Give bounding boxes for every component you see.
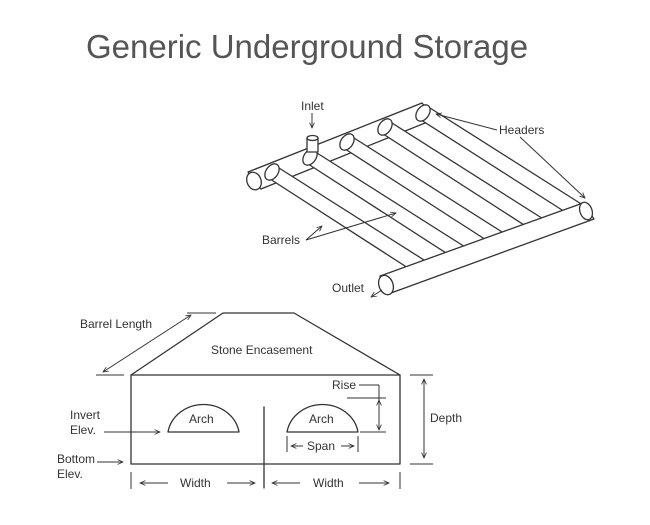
width-right-label: Width <box>313 476 344 490</box>
span-label: Span <box>307 439 335 453</box>
bottom-elev-label-line1: Bottom <box>57 452 95 466</box>
outlet-leader <box>371 289 383 297</box>
stone-encasement-outline <box>130 312 401 465</box>
barrel-end <box>415 104 431 122</box>
arch-right-label: Arch <box>309 412 334 426</box>
barrel-length-dimension <box>103 315 191 372</box>
bottom-elev-label-line2: Elev. <box>57 467 83 481</box>
cross-section <box>130 312 401 489</box>
page-title: Generic Underground Storage <box>86 28 529 65</box>
inlet-stub <box>306 134 319 153</box>
stone-encasement-label: Stone Encasement <box>211 343 313 357</box>
outlet-label: Outlet <box>332 281 365 295</box>
barrel-end <box>377 118 393 136</box>
barrel-end <box>264 163 280 181</box>
arch-left-label: Arch <box>189 412 214 426</box>
barrel-pipes <box>264 104 587 278</box>
width-left-label: Width <box>180 476 211 490</box>
isometric-pipe-system <box>246 102 595 296</box>
barrels-leader-left <box>305 226 322 241</box>
headers-leader-back <box>436 114 498 131</box>
inlet-label: Inlet <box>301 99 324 113</box>
barrels-label: Barrels <box>262 233 300 247</box>
front-header-pipe <box>377 201 595 296</box>
headers-label: Headers <box>499 123 544 137</box>
depth-label: Depth <box>430 411 462 425</box>
barrels-leader-right <box>305 213 396 241</box>
barrel-length-label: Barrel Length <box>80 317 152 331</box>
arch-left <box>167 403 240 433</box>
headers-leader-front <box>519 136 585 198</box>
barrel-end <box>339 133 355 151</box>
invert-elev-label-line2: Elev. <box>70 423 96 437</box>
rise-label: Rise <box>332 378 356 392</box>
arch-right <box>286 403 359 433</box>
invert-elev-label-line1: Invert <box>70 408 101 422</box>
